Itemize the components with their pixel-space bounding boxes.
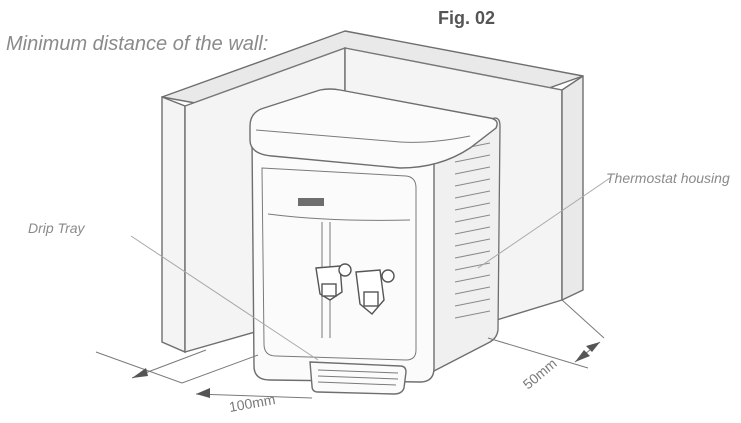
left-tap xyxy=(315,263,352,301)
brand-logo xyxy=(298,198,324,206)
thermostat-leader xyxy=(477,177,611,269)
side-clearance-label: 50mm xyxy=(520,355,560,392)
side-arrow-bottom xyxy=(575,350,590,362)
front-arrow-left xyxy=(132,368,148,378)
front-panel xyxy=(261,167,417,361)
front-arrow-right xyxy=(196,388,210,398)
wall-right-end xyxy=(561,75,584,301)
dispenser-side-panel xyxy=(429,117,501,374)
drip-tray-leader xyxy=(130,235,319,361)
drip-tray xyxy=(309,361,407,395)
front-clearance-dimension xyxy=(95,349,313,399)
figure-label: Fig. 02 xyxy=(438,8,495,28)
side-clearance-dimension xyxy=(487,299,605,369)
right-tap xyxy=(355,269,395,315)
wall-left-end xyxy=(161,95,186,354)
water-dispenser xyxy=(249,88,501,395)
side-vents xyxy=(454,142,491,319)
drip-tray-label: Drip Tray xyxy=(28,220,86,236)
dispenser-lid xyxy=(249,88,498,169)
thermostat-label: Thermostat housing xyxy=(606,170,730,186)
side-arrow-top xyxy=(586,342,600,352)
front-clearance-label: 100mm xyxy=(228,391,277,415)
figure-caption: Minimum distance of the wall: xyxy=(6,33,268,55)
